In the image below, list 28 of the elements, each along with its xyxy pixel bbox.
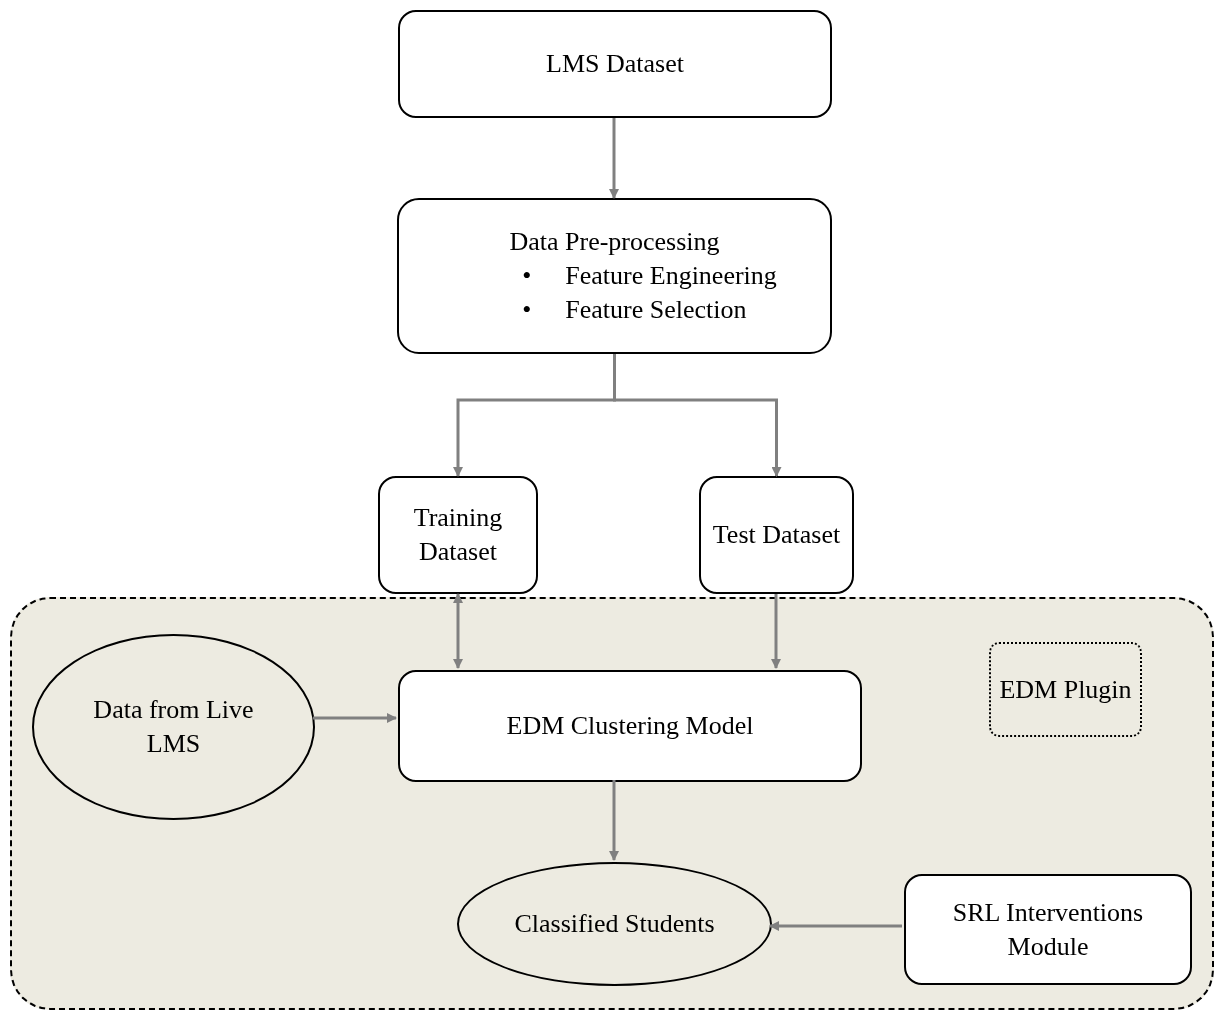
arrow bbox=[609, 780, 619, 861]
process-box bbox=[397, 198, 832, 354]
arrow bbox=[769, 921, 902, 931]
plugin-region bbox=[10, 597, 1214, 1010]
box-label: Training Dataset bbox=[412, 502, 504, 568]
arrow bbox=[313, 713, 397, 723]
box-label: LMS Dataset bbox=[546, 48, 684, 81]
process-box bbox=[398, 10, 832, 118]
plugin-label-box bbox=[989, 642, 1142, 737]
box-label: EDM Clustering Model bbox=[506, 710, 754, 743]
box-label: Classified Students bbox=[514, 908, 715, 941]
bullet-mark: • bbox=[522, 260, 532, 293]
bullet-item: Feature Engineering bbox=[565, 260, 777, 293]
arrow bbox=[609, 118, 619, 199]
data-box bbox=[378, 476, 538, 594]
box-label: Test Dataset bbox=[712, 519, 841, 552]
box-heading: Data Pre-processing bbox=[509, 226, 720, 259]
arrow bbox=[771, 594, 781, 669]
box-label: EDM Plugin bbox=[999, 673, 1132, 706]
model-box bbox=[398, 670, 862, 782]
module-box bbox=[904, 874, 1192, 985]
bullet-mark: • bbox=[522, 293, 532, 326]
arrow bbox=[613, 354, 782, 477]
box-label: SRL Interventions Module bbox=[951, 896, 1145, 963]
box-label: Data from Live LMS bbox=[92, 694, 255, 760]
bullet-item: Feature Selection bbox=[565, 293, 748, 326]
data-box bbox=[699, 476, 854, 594]
arrow bbox=[453, 593, 463, 669]
